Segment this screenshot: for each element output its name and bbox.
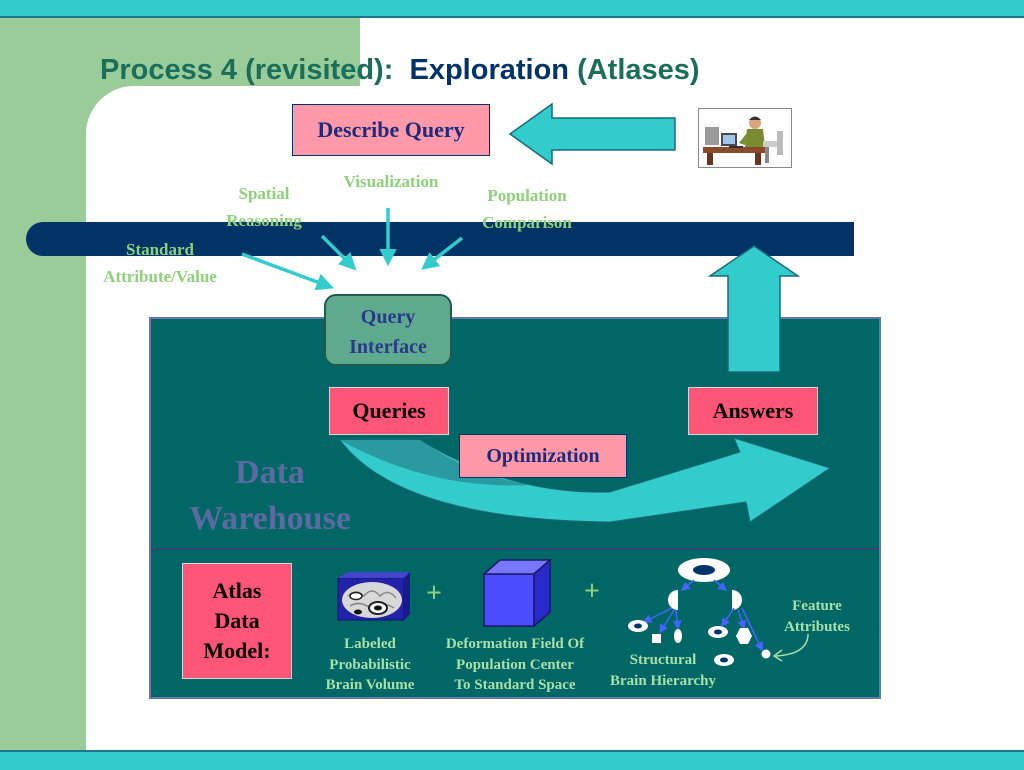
query-interface-box: Query Interface <box>324 294 452 366</box>
slide-title: Process 4 (revisited): Exploration (Atla… <box>100 54 860 94</box>
top-band <box>0 0 1024 18</box>
queries-box: Queries <box>329 387 449 435</box>
optimization-box: Optimization <box>459 434 627 478</box>
warehouse-divider <box>151 548 879 550</box>
describe-query-box: Describe Query <box>292 104 490 156</box>
population-comparison-label: Population Comparison <box>482 186 572 232</box>
feature-attributes-label: Feature Attributes <box>784 598 850 635</box>
brain-hierarchy-icon <box>628 558 771 666</box>
population-arrow <box>421 236 464 270</box>
arrow-to-describe-query <box>508 102 676 166</box>
feature-attributes-arrow <box>772 633 809 662</box>
user-at-computer-picture <box>698 108 792 168</box>
spatial-reasoning-label: Spatial Reasoning <box>226 184 302 230</box>
query-bar <box>26 222 854 256</box>
answers-up-arrow <box>707 245 801 373</box>
deformation-cube-icon <box>482 558 552 628</box>
standard-attribute-label: Standard Attribute/Value <box>103 240 217 286</box>
brain-volume-label: Labeled Probabilistic Brain Volume <box>325 636 415 693</box>
describe-query-label: Describe Query <box>317 117 465 142</box>
deformation-field-label: Deformation Field Of Population Center T… <box>445 636 585 693</box>
atlas-data-model-box: Atlas Data Model: <box>182 563 292 679</box>
title-part2: Exploration <box>409 54 569 86</box>
plus-sign-1: + <box>426 578 442 609</box>
spatial-arrow <box>320 234 357 271</box>
answers-box: Answers <box>688 387 818 435</box>
standard-arrow <box>241 252 334 291</box>
bottom-band <box>0 750 1024 770</box>
brain-volume-icon <box>337 572 410 621</box>
title-part1: Process 4 (revisited): <box>100 54 394 86</box>
title-part3: (Atlases) <box>577 54 700 86</box>
visualization-label: Visualization <box>343 172 439 191</box>
query-input-arrows <box>241 208 464 291</box>
brain-hierarchy-label: Structural Brain Hierarchy <box>610 652 716 689</box>
data-warehouse-label: Data Warehouse <box>189 454 351 537</box>
plus-sign-2: + <box>584 576 600 607</box>
